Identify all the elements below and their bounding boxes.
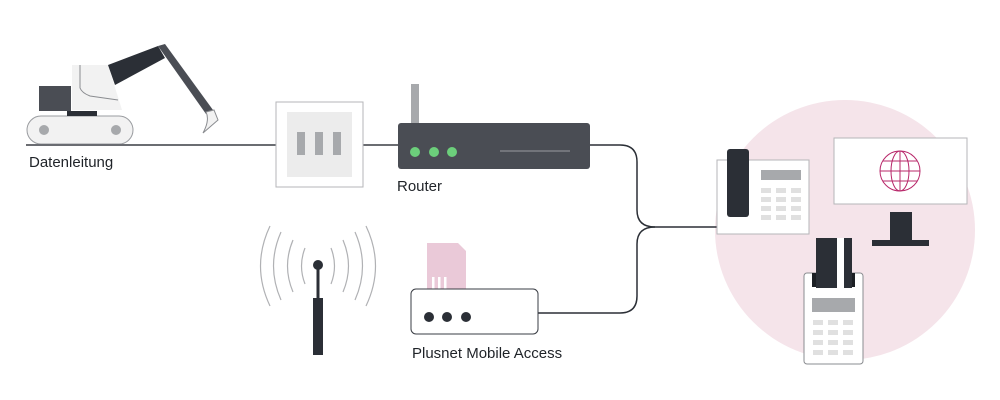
antenna-icon — [259, 225, 377, 307]
router-connector — [590, 144, 717, 228]
router-led — [447, 147, 457, 157]
router-led — [410, 147, 420, 157]
mobile-access-connector — [538, 226, 656, 314]
socket-icon — [275, 101, 364, 188]
desk-phone-icon — [716, 149, 810, 235]
router-icon — [398, 84, 590, 169]
excavator-icon — [26, 44, 219, 145]
card-terminal-icon — [803, 238, 864, 365]
antenna-mast — [313, 260, 323, 355]
mobile-router-icon — [410, 243, 539, 335]
monitor-globe-icon — [833, 137, 968, 246]
router-led — [429, 147, 439, 157]
globe-icon — [879, 150, 921, 192]
mobile-access-label: Plusnet Mobile Access — [412, 345, 563, 362]
data-line-label: Datenleitung — [29, 154, 114, 171]
router-label: Router — [397, 178, 443, 195]
sim-card-icon — [427, 243, 466, 290]
